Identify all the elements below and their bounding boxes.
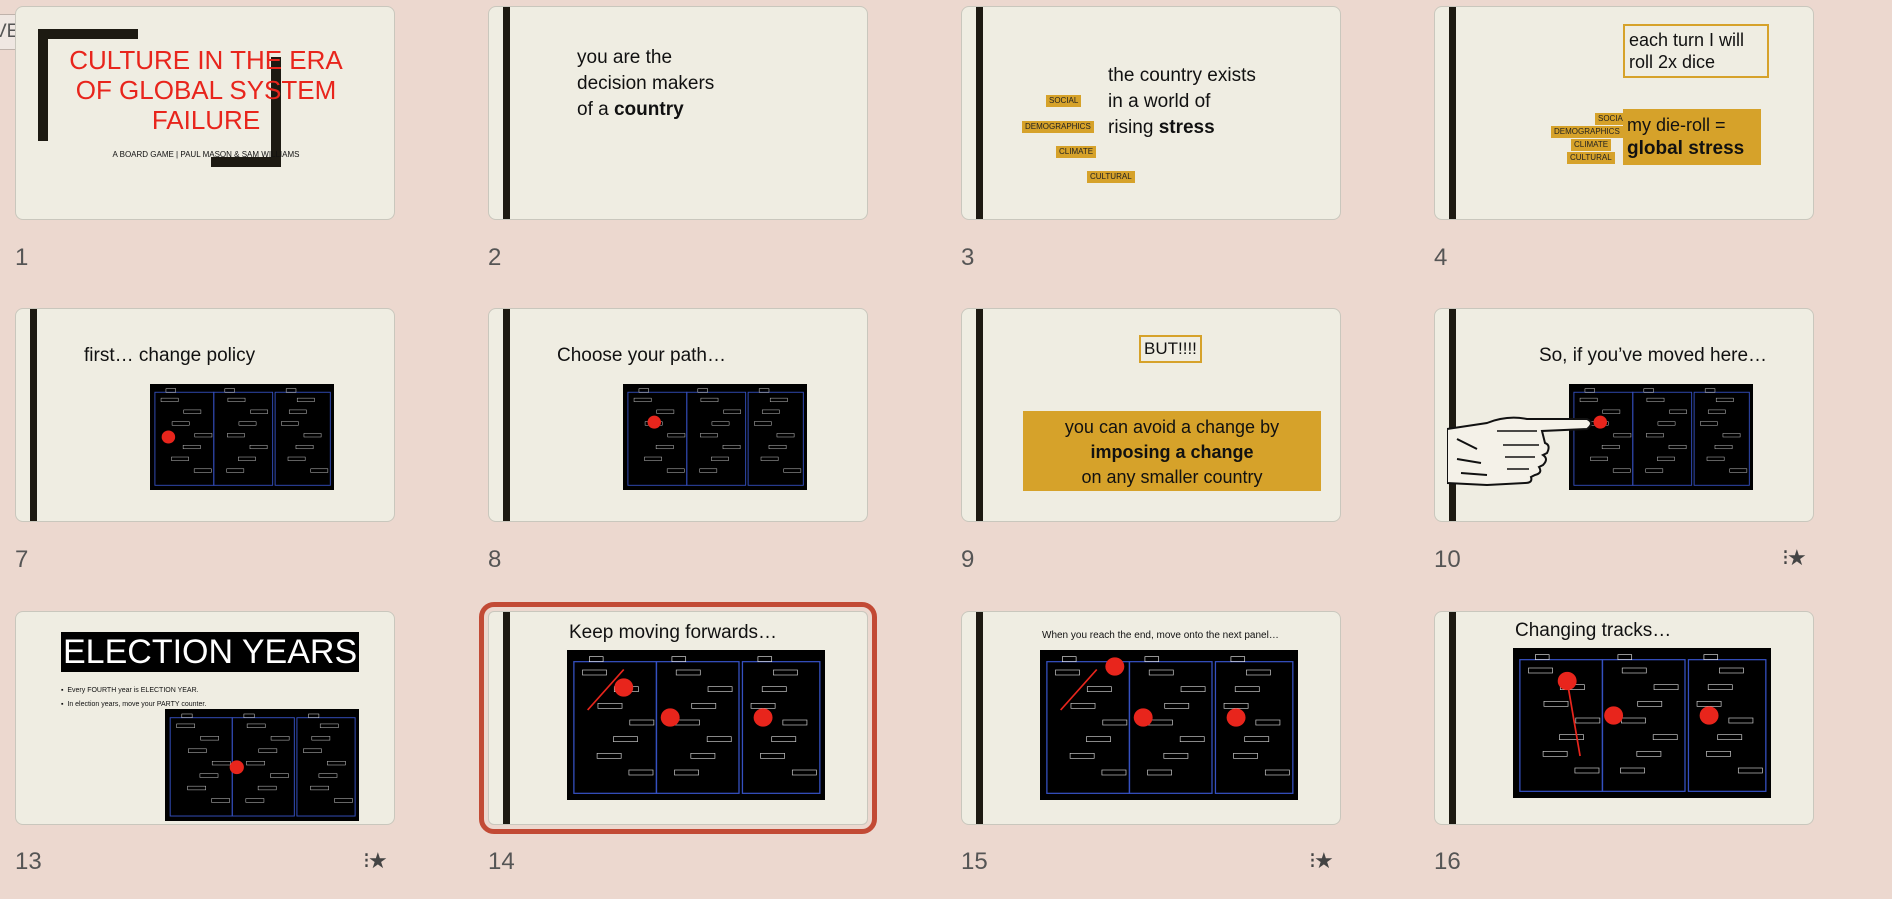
slide-number: 4 (1434, 244, 1448, 271)
slide-number: 16 (1434, 848, 1461, 875)
slide-title: first… change policy (84, 345, 256, 366)
slide-thumbnail-1[interactable]: CULTURE IN THE ERA OF GLOBAL SYSTEM FAIL… (15, 6, 395, 220)
slide-number: 8 (488, 546, 502, 573)
accent-bar (1449, 7, 1456, 219)
slide-title: CULTURE IN THE ERA OF GLOBAL SYSTEM FAIL… (69, 45, 343, 135)
bracket-left (38, 29, 48, 141)
global-stress-box: my die-roll = global stress (1623, 109, 1761, 165)
slide-number: 3 (961, 244, 975, 271)
slide-thumbnail-7[interactable]: first… change policy (15, 308, 395, 522)
slide-thumbnail-13[interactable]: ELECTION YEARS ▪ Every FOURTH year is EL… (15, 611, 395, 825)
stress-tag: DEMOGRAPHICS (1022, 121, 1094, 133)
accent-bar (503, 612, 510, 824)
slide-body: you are the decision makers of a country (577, 47, 715, 120)
accent-bar (1449, 612, 1456, 824)
pointing-hand-icon (1447, 416, 1592, 487)
slide-title: So, if you’ve moved here… (1538, 345, 1768, 366)
slide-thumbnail-4[interactable]: each turn I will roll 2x dice SOCIAL DEM… (1434, 6, 1814, 220)
slide-title: When you reach the end, move onto the ne… (1042, 630, 1279, 641)
slide-number: 10 (1434, 546, 1461, 573)
game-board-image (1569, 384, 1753, 490)
slide-thumbnail-2[interactable]: you are the decision makers of a country (488, 6, 868, 220)
slide-thumbnail-3[interactable]: SOCIAL DEMOGRAPHICS CLIMATE CULTURAL the… (961, 6, 1341, 220)
stress-tag: CULTURAL (1567, 152, 1615, 164)
slide-number: 2 (488, 244, 502, 271)
slide-thumbnail-10[interactable]: So, if you’ve moved here… (1434, 308, 1814, 522)
slide-number: 9 (961, 546, 975, 573)
stress-tag: SOCIAL (1046, 95, 1082, 107)
game-board-image (1040, 650, 1298, 800)
bracket-top (38, 29, 138, 39)
slide-transition-icon[interactable]: ⁝★ (1782, 545, 1807, 570)
slide-number: 15 (961, 848, 988, 875)
slide-title: ELECTION YEARS (61, 632, 360, 672)
game-board-image (150, 384, 334, 490)
slide-body: the country exists in a world of rising … (1108, 65, 1256, 138)
stress-tag: CULTURAL (1087, 171, 1135, 183)
bullet-list: ▪ Every FOURTH year is ELECTION YEAR. ▪ … (61, 687, 207, 708)
game-board-image (165, 709, 359, 821)
slide-subtitle: A BOARD GAME | PAUL MASON & SAM WILLIAMS (112, 150, 300, 159)
slide-number: 14 (488, 848, 515, 875)
stress-tag: CLIMATE (1056, 146, 1097, 158)
accent-bar (503, 7, 510, 219)
slide-transition-icon[interactable]: ⁝★ (363, 848, 388, 873)
stress-tag: SOCIAL (1595, 113, 1631, 125)
slide-transition-icon[interactable]: ⁝★ (1309, 848, 1334, 873)
stress-tag: CLIMATE (1571, 139, 1612, 151)
accent-bar (976, 612, 983, 824)
dice-text-box: each turn I will roll 2x dice (1623, 24, 1769, 78)
game-board-image (567, 650, 825, 800)
accent-bar (503, 309, 510, 521)
but-callout: BUT!!!! (1139, 335, 1202, 363)
bracket-bottom (211, 157, 281, 167)
accent-bar (976, 7, 983, 219)
slide-thumbnail-8[interactable]: Choose your path… (488, 308, 868, 522)
slide-title: Choose your path… (557, 345, 726, 366)
slide-thumbnail-15[interactable]: When you reach the end, move onto the ne… (961, 611, 1341, 825)
game-board-image (1513, 648, 1771, 798)
accent-bar (1449, 309, 1456, 521)
accent-bar (30, 309, 37, 521)
slide-thumbnail-9[interactable]: BUT!!!! you can avoid a change by imposi… (961, 308, 1341, 522)
slide-title: Keep moving forwards… (569, 622, 778, 643)
slide-number: 1 (15, 244, 29, 271)
stress-tag: DEMOGRAPHICS (1551, 126, 1623, 138)
game-board-image (623, 384, 807, 490)
slide-number: 7 (15, 546, 29, 573)
slide-thumbnail-16[interactable]: Changing tracks… (1434, 611, 1814, 825)
accent-bar (976, 309, 983, 521)
bracket-right (271, 57, 281, 167)
slide-title: Changing tracks… (1515, 620, 1672, 641)
slide-number: 13 (15, 848, 42, 875)
slide-thumbnail-14[interactable]: Keep moving forwards… (479, 602, 877, 834)
impose-change-box: you can avoid a change by imposing a cha… (1023, 411, 1321, 491)
